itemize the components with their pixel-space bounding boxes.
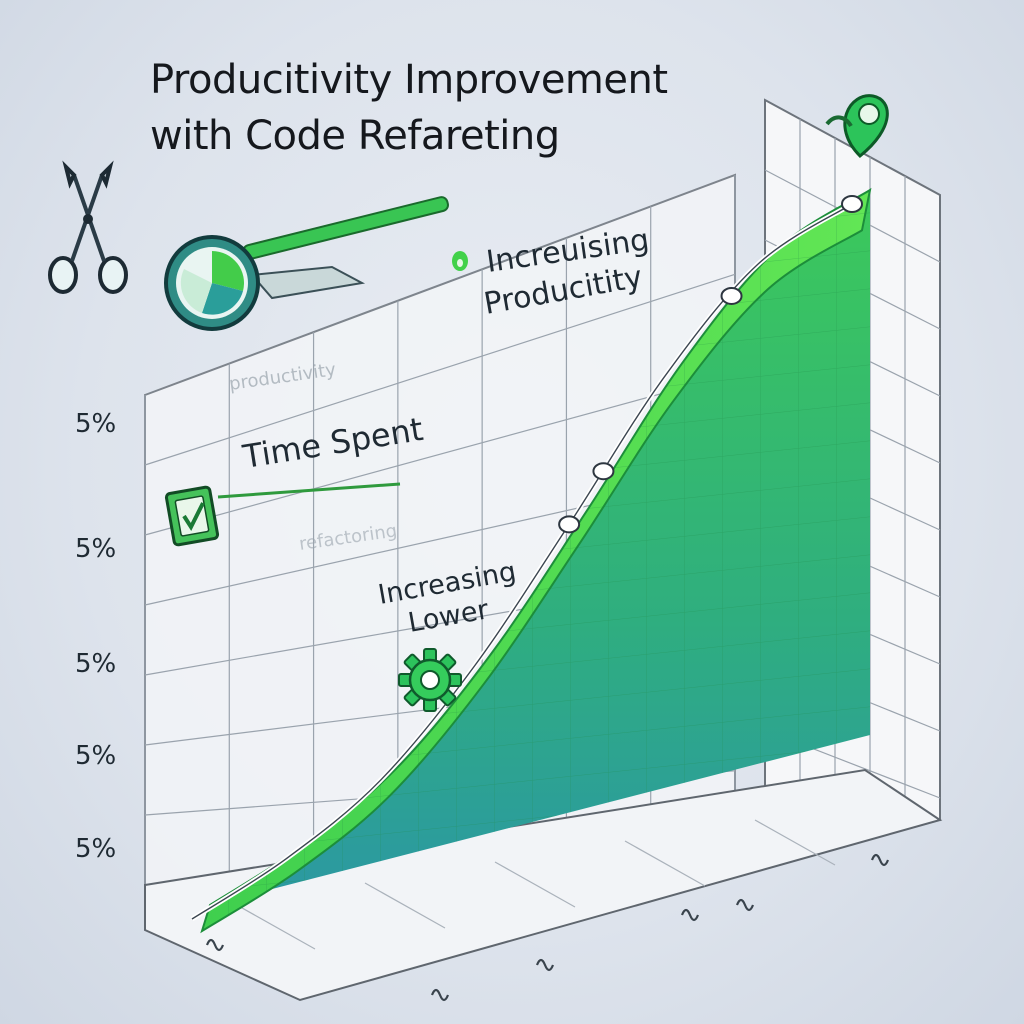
magnifier-pie-icon <box>164 196 449 331</box>
y-axis: 5% 5% 5% 5% 5% <box>75 409 116 864</box>
annotation-bullet <box>452 251 468 271</box>
area-fill-grid <box>210 190 870 905</box>
gear-icon <box>398 648 462 712</box>
floor-line <box>624 840 706 887</box>
y-tick-label: 5% <box>75 649 116 679</box>
x-tick-mark <box>735 898 755 912</box>
x-tick-mark <box>535 958 555 972</box>
chart-title: Producitivity Improvement with Code Refa… <box>150 52 790 164</box>
floor-line <box>494 861 576 908</box>
y-tick-label: 5% <box>75 409 116 439</box>
chart-floor <box>144 768 943 1002</box>
trend-line-edge <box>191 203 853 920</box>
y-tick-label: 5% <box>75 534 116 564</box>
y-tick-label: 5% <box>75 834 116 864</box>
grid-hline <box>144 372 736 536</box>
scissors-icon <box>48 160 128 294</box>
title-line-2: with Code Refareting <box>150 113 560 159</box>
x-axis <box>205 853 890 1002</box>
checkbox-icon <box>164 482 401 547</box>
data-point <box>558 515 581 534</box>
x-tick-mark <box>205 938 225 952</box>
floor-line <box>234 903 316 950</box>
title-line-1: Producitivity Improvement <box>150 57 668 103</box>
data-point <box>592 462 615 481</box>
area-series <box>190 187 872 934</box>
data-point <box>841 195 863 213</box>
x-tick-mark <box>870 853 890 867</box>
x-tick-mark <box>430 988 450 1002</box>
location-pin-icon <box>825 94 889 159</box>
x-tick-mark <box>680 908 700 922</box>
y-tick-label: 5% <box>75 741 116 771</box>
data-point <box>720 286 743 305</box>
floor-line <box>364 882 446 929</box>
grid-hline <box>144 273 736 466</box>
floor-line <box>754 819 836 866</box>
